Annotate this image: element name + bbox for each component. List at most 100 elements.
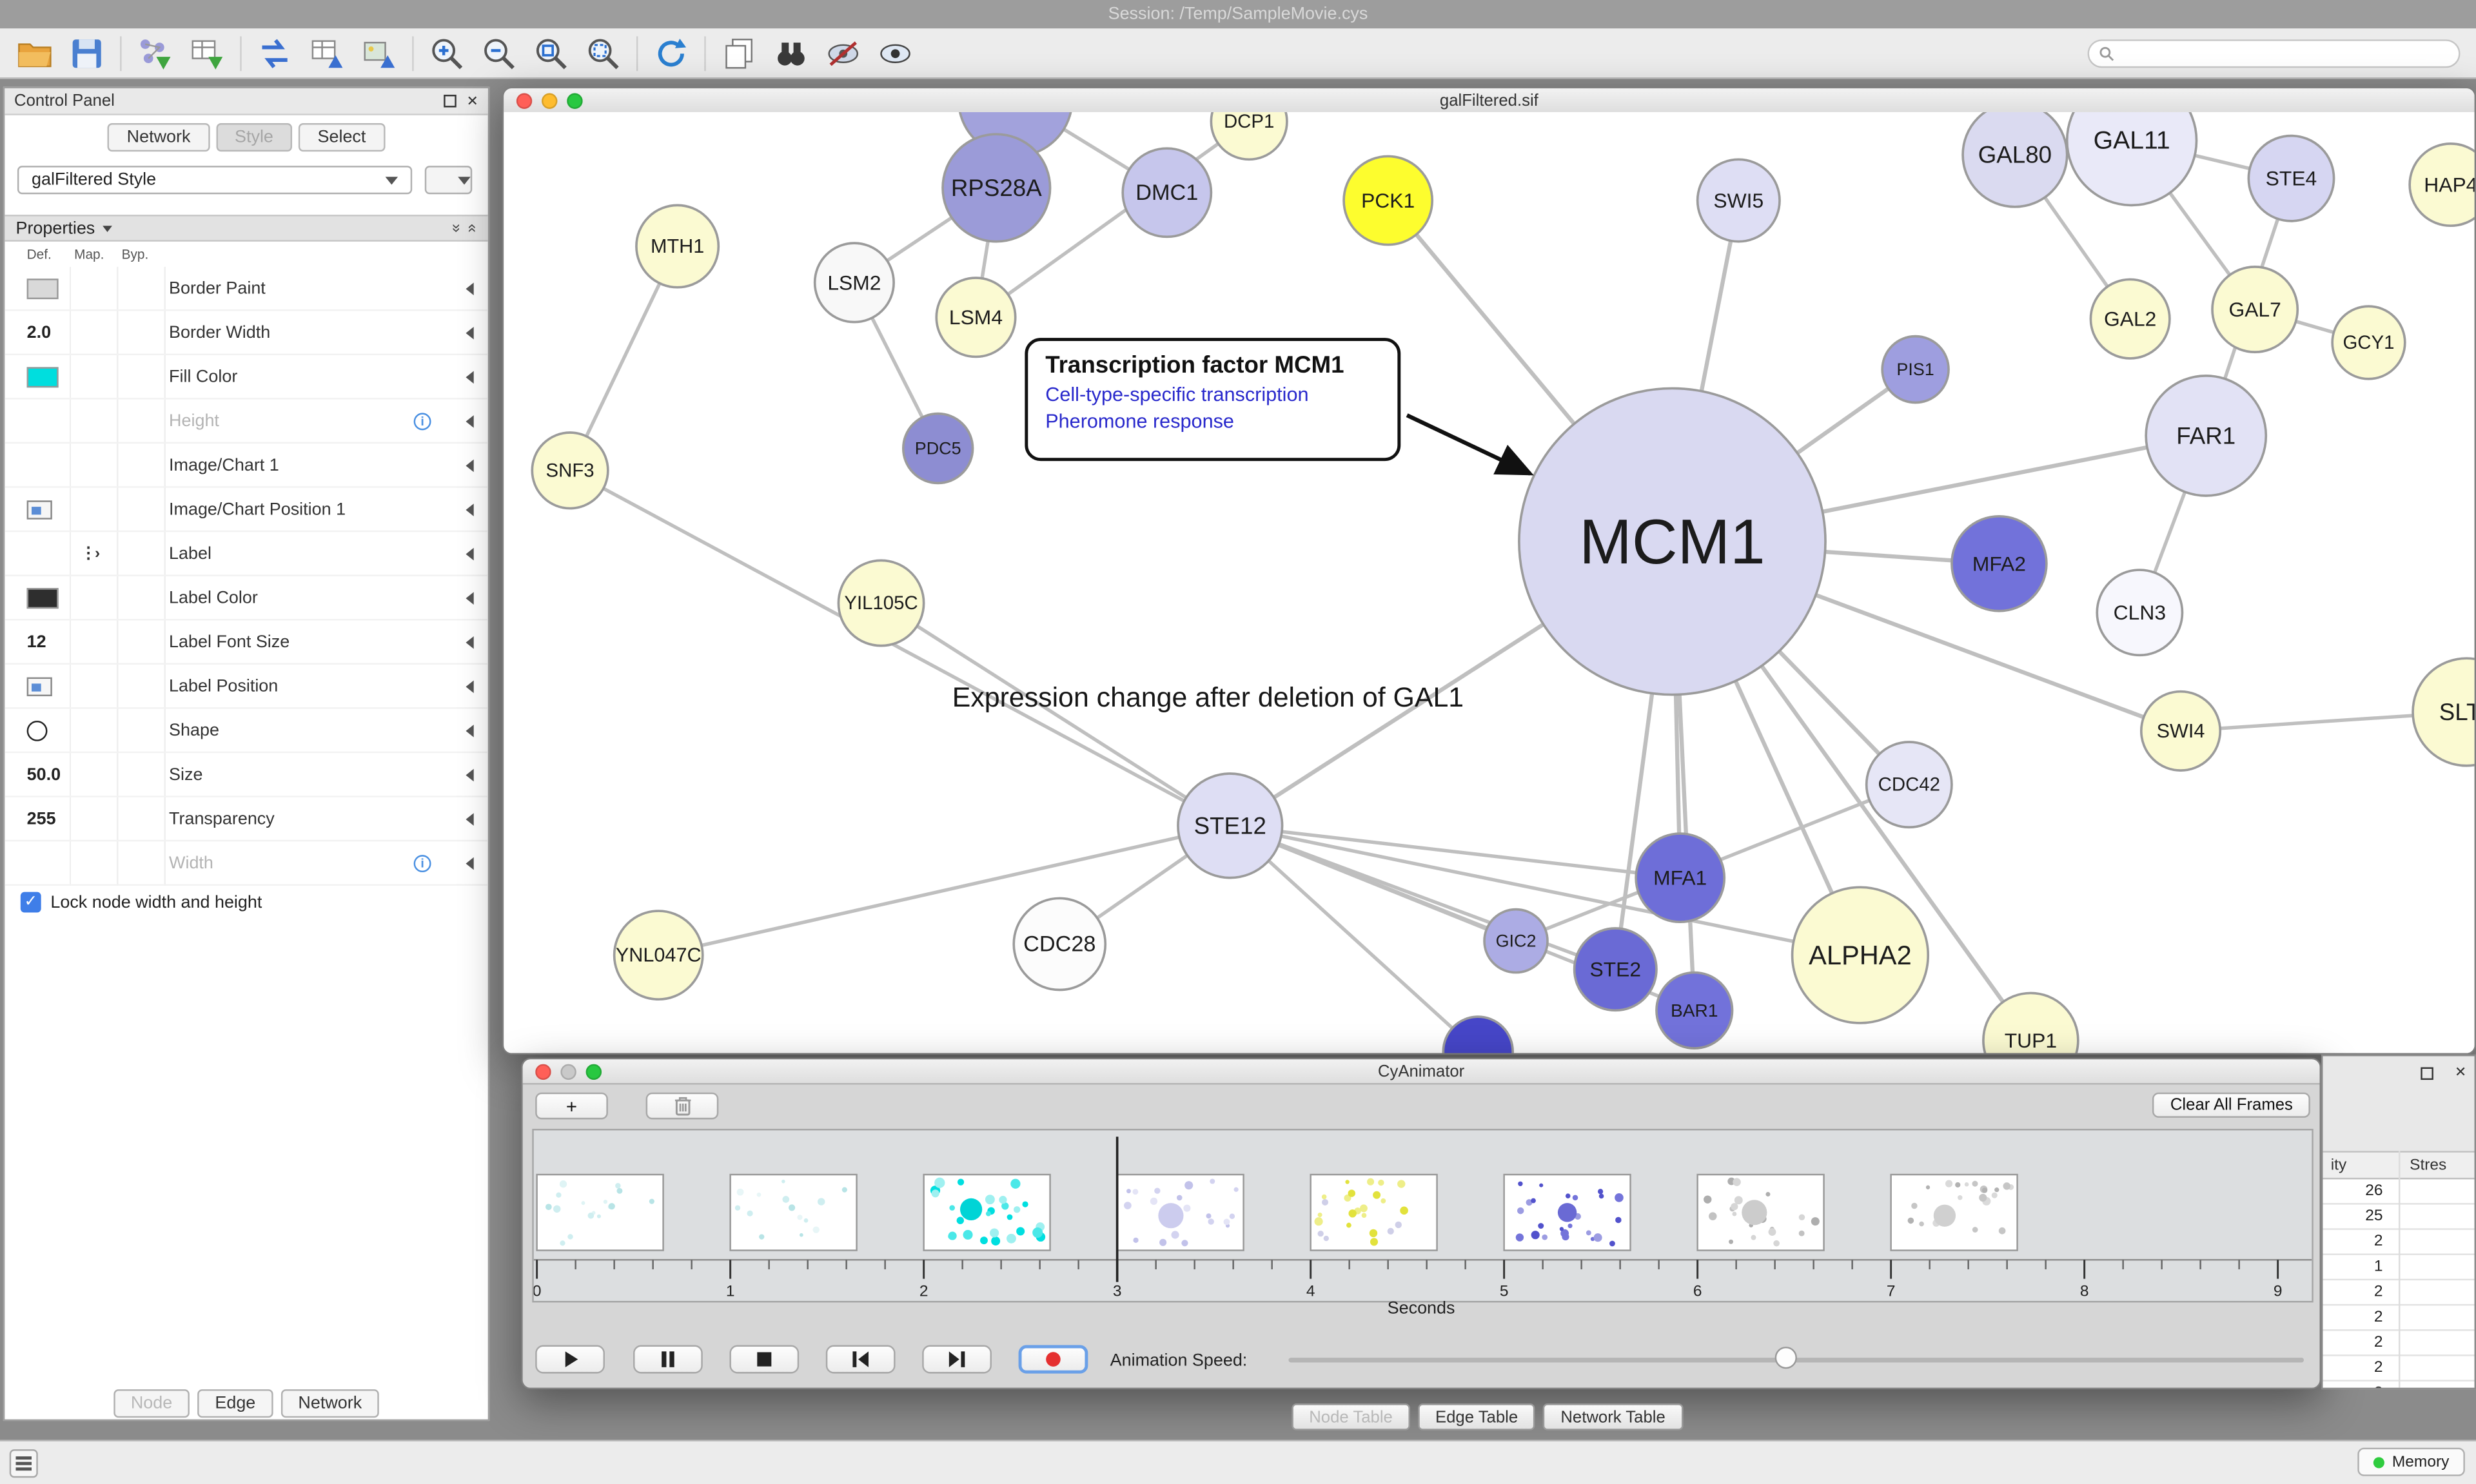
table-row[interactable]: 2 bbox=[2323, 1381, 2474, 1388]
show-all-icon[interactable] bbox=[876, 34, 914, 72]
network-node-gal80[interactable] bbox=[1961, 112, 2068, 208]
expand-row-icon[interactable] bbox=[466, 768, 474, 781]
network-node-ste12[interactable] bbox=[1177, 772, 1284, 879]
search-input[interactable] bbox=[2120, 43, 2450, 64]
color-swatch[interactable] bbox=[26, 366, 59, 387]
tab-style[interactable]: Style bbox=[215, 123, 293, 152]
frame-thumbnail[interactable] bbox=[1890, 1173, 2018, 1251]
expand-all-icon[interactable]: » bbox=[464, 224, 482, 233]
timeline-strip[interactable]: 0123456789 bbox=[532, 1129, 2314, 1303]
float-panel-icon[interactable] bbox=[444, 94, 457, 108]
expand-row-icon[interactable] bbox=[466, 679, 474, 692]
delete-frame-button[interactable] bbox=[645, 1092, 719, 1120]
refresh-view-icon[interactable] bbox=[652, 34, 690, 72]
export-table-icon[interactable] bbox=[308, 34, 346, 72]
save-session-icon[interactable] bbox=[68, 34, 106, 72]
zoom-out-icon[interactable] bbox=[480, 34, 518, 72]
clone-network-icon[interactable] bbox=[720, 34, 758, 72]
network-node-hap4[interactable] bbox=[2408, 142, 2476, 228]
network-node-dmc1[interactable] bbox=[1121, 147, 1213, 239]
expand-row-icon[interactable] bbox=[466, 635, 474, 649]
network-window-titlebar[interactable]: galFiltered.sif bbox=[504, 88, 2475, 114]
network-node-gal7[interactable] bbox=[2211, 266, 2299, 353]
property-row[interactable]: Label Color bbox=[5, 576, 488, 621]
network-node-far1[interactable] bbox=[2145, 375, 2268, 497]
minimize-window-icon[interactable] bbox=[560, 1064, 576, 1080]
network-node-ste4[interactable] bbox=[2247, 134, 2335, 222]
frame-thumbnail[interactable] bbox=[1116, 1173, 1244, 1251]
network-node-yil105c[interactable] bbox=[837, 559, 925, 647]
frame-thumbnail[interactable] bbox=[1696, 1173, 1825, 1251]
tab-node-table[interactable]: Node Table bbox=[1292, 1403, 1410, 1430]
annotation-box[interactable]: Transcription factor MCM1 Cell-type-spec… bbox=[1025, 338, 1401, 462]
network-node-pck1[interactable] bbox=[1342, 155, 1434, 246]
tab-network-style[interactable]: Network bbox=[280, 1389, 380, 1418]
network-node-cdc28[interactable] bbox=[1012, 897, 1107, 991]
property-row[interactable]: Label Position bbox=[5, 665, 488, 709]
property-row[interactable]: Shape bbox=[5, 709, 488, 754]
export-image-icon[interactable] bbox=[360, 34, 398, 72]
color-swatch[interactable] bbox=[26, 278, 59, 298]
network-node-mfa1[interactable] bbox=[1635, 832, 1726, 924]
expand-row-icon[interactable] bbox=[466, 591, 474, 604]
tab-network-table[interactable]: Network Table bbox=[1543, 1403, 1683, 1430]
network-node-gic2[interactable] bbox=[1483, 908, 1549, 974]
network-node-mcm1[interactable] bbox=[1518, 387, 1827, 696]
expand-row-icon[interactable] bbox=[466, 414, 474, 427]
collapse-all-icon[interactable]: » bbox=[447, 224, 465, 233]
first-neighbors-icon[interactable] bbox=[772, 34, 811, 72]
network-node-slt2[interactable] bbox=[2412, 657, 2476, 767]
property-row[interactable]: Fill Color bbox=[5, 355, 488, 400]
network-node-gal11[interactable] bbox=[2065, 112, 2198, 207]
tab-edge-table[interactable]: Edge Table bbox=[1418, 1403, 1536, 1430]
results-column-2[interactable]: Stres bbox=[2410, 1157, 2447, 1175]
annotation-link[interactable]: Cell-type-specific transcription bbox=[1045, 384, 1309, 406]
pause-button[interactable] bbox=[633, 1345, 703, 1374]
frame-thumbnail[interactable] bbox=[536, 1173, 664, 1251]
network-node-snf3[interactable] bbox=[531, 431, 609, 510]
tab-node-style[interactable]: Node bbox=[113, 1389, 190, 1418]
expand-row-icon[interactable] bbox=[466, 856, 474, 870]
expand-row-icon[interactable] bbox=[466, 812, 474, 825]
zoom-fit-icon[interactable] bbox=[532, 34, 570, 72]
skip-to-end-button[interactable] bbox=[922, 1345, 992, 1374]
maximize-window-icon[interactable] bbox=[567, 93, 583, 109]
network-node-lsm4[interactable] bbox=[935, 277, 1017, 358]
play-button[interactable] bbox=[535, 1345, 605, 1374]
annotation-link[interactable]: Pheromone response bbox=[1045, 410, 1234, 433]
network-node-cln3[interactable] bbox=[2096, 569, 2184, 657]
network-arrows-icon[interactable] bbox=[256, 34, 294, 72]
properties-header[interactable]: Properties » » bbox=[5, 215, 488, 242]
network-node-ste2[interactable] bbox=[1573, 927, 1658, 1012]
network-node-bar1[interactable] bbox=[1655, 971, 1734, 1050]
expand-row-icon[interactable] bbox=[466, 458, 474, 472]
tab-network[interactable]: Network bbox=[108, 123, 210, 152]
network-node-dcp1[interactable] bbox=[1210, 112, 1288, 161]
lock-size-checkbox[interactable]: ✓ bbox=[20, 892, 41, 913]
network-node-ynl047c[interactable] bbox=[613, 910, 704, 1001]
frame-thumbnail[interactable] bbox=[1503, 1173, 1631, 1251]
network-node-n1[interactable] bbox=[1442, 1015, 1514, 1055]
clear-all-frames-button[interactable]: Clear All Frames bbox=[2152, 1092, 2310, 1118]
network-node-gcy1[interactable] bbox=[2331, 305, 2406, 380]
network-node-gal2[interactable] bbox=[2089, 278, 2171, 360]
import-network-icon[interactable] bbox=[136, 34, 174, 72]
float-panel-icon[interactable] bbox=[2421, 1066, 2434, 1079]
open-session-icon[interactable] bbox=[15, 34, 54, 72]
zoom-in-icon[interactable] bbox=[428, 34, 466, 72]
expand-row-icon[interactable] bbox=[466, 326, 474, 339]
cyanimator-titlebar[interactable]: CyAnimator bbox=[522, 1059, 2320, 1085]
network-node-mth1[interactable] bbox=[635, 204, 720, 289]
close-window-icon[interactable] bbox=[535, 1064, 551, 1080]
network-node-tup1[interactable] bbox=[1982, 991, 2079, 1055]
add-frame-button[interactable]: + bbox=[535, 1092, 608, 1120]
memory-button[interactable]: Memory bbox=[2357, 1447, 2465, 1476]
network-node-rps28a[interactable] bbox=[941, 133, 1052, 243]
style-options-button[interactable] bbox=[424, 166, 473, 195]
stop-button[interactable] bbox=[729, 1345, 800, 1374]
frame-thumbnail[interactable] bbox=[923, 1173, 1051, 1251]
